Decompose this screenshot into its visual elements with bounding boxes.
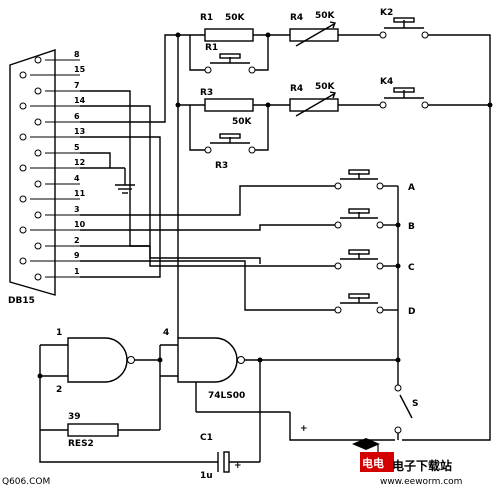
pin-number: 9 <box>74 251 80 260</box>
r1-value: 50K <box>225 13 246 23</box>
r4-mid-label: R4 <box>290 84 303 94</box>
nand-gate-2 <box>177 337 238 383</box>
top-branch: R1 50K R1 R4 50K K2 <box>178 8 491 441</box>
button-switches: A B C D <box>334 169 415 385</box>
watermark-left: Q606.COM <box>2 477 50 487</box>
r3-switch-label: R3 <box>215 161 228 171</box>
switch-b-label: B <box>408 222 415 232</box>
capacitor-polarity: + <box>234 461 242 471</box>
switch-s: S <box>394 384 418 440</box>
pin-number: 8 <box>74 50 80 59</box>
pin-number: 13 <box>74 127 85 136</box>
capacitor-label: C1 <box>200 433 213 443</box>
resistor-r1 <box>204 28 254 42</box>
switch-c: C <box>334 249 415 273</box>
connector-label: DB15 <box>8 296 35 306</box>
ic-label: 74LS00 <box>208 391 245 401</box>
switch-s-label: S <box>412 399 418 409</box>
nand-oscillator: 1 2 4 74LS00 39 RES2 C1 1u + + <box>37 328 401 481</box>
middle-branch: R3 50K R3 R4 50K K4 <box>175 77 493 171</box>
switch-a-label: A <box>408 183 415 193</box>
gate1-pin2: 2 <box>56 385 62 395</box>
switch-d-label: D <box>408 307 415 317</box>
pin-number: 14 <box>74 96 86 105</box>
gate1-pin1: 1 <box>56 328 62 338</box>
connector-pins <box>19 56 80 281</box>
connector-shell <box>9 49 56 296</box>
pin-number: 5 <box>74 143 80 152</box>
switch-a: A <box>334 169 415 193</box>
supply-plus: + <box>300 424 308 434</box>
watermark-brand: 电子下载站 <box>392 458 452 473</box>
connector-wiring <box>80 32 335 338</box>
pin-number: 6 <box>74 112 80 121</box>
feedback-resistor-type: RES2 <box>68 439 94 449</box>
pin-number: 15 <box>74 65 86 74</box>
gate2-pin: 4 <box>163 328 169 338</box>
brand-logo: 电电 <box>352 438 394 472</box>
pin-number: 3 <box>74 205 80 214</box>
r4-top-value: 50K <box>315 11 336 21</box>
feedback-resistor-label: 39 <box>68 412 81 422</box>
pin-number: 2 <box>74 236 80 245</box>
k2-label: K2 <box>380 8 393 18</box>
watermark-site: www.eeworm.com <box>380 477 462 487</box>
r4-mid-value: 50K <box>315 82 336 92</box>
nand-gate-1 <box>67 337 128 383</box>
db15-connector: 8 15 7 14 6 13 5 12 4 11 3 10 2 9 1 DB15 <box>8 49 86 306</box>
ground-symbol <box>80 152 135 194</box>
r1-switch-label: R1 <box>205 43 218 53</box>
svg-text:电电: 电电 <box>362 456 384 470</box>
r3-label: R3 <box>200 88 213 98</box>
feedback-resistor <box>67 423 119 437</box>
switch-b: B <box>334 208 415 232</box>
r1-label: R1 <box>200 13 213 23</box>
resistor-r3 <box>204 98 254 112</box>
pin-number: 10 <box>74 220 86 229</box>
capacitor-value: 1u <box>200 471 213 481</box>
k4-label: K4 <box>380 77 393 87</box>
switch-d: D <box>334 293 415 317</box>
pin-number: 11 <box>74 189 86 198</box>
pin-number: 7 <box>74 81 80 90</box>
pin-number: 4 <box>74 174 80 183</box>
watermark: Q606.COM 电电 电子下载站 www.eeworm.com <box>2 438 462 487</box>
pin-number: 12 <box>74 158 85 167</box>
connector-pin-numbers: 8 15 7 14 6 13 5 12 4 11 3 10 2 9 1 <box>74 50 86 276</box>
pin-number: 1 <box>74 267 80 276</box>
r3-value: 50K <box>232 117 253 127</box>
switch-c-label: C <box>408 263 415 273</box>
r4-top-label: R4 <box>290 13 303 23</box>
